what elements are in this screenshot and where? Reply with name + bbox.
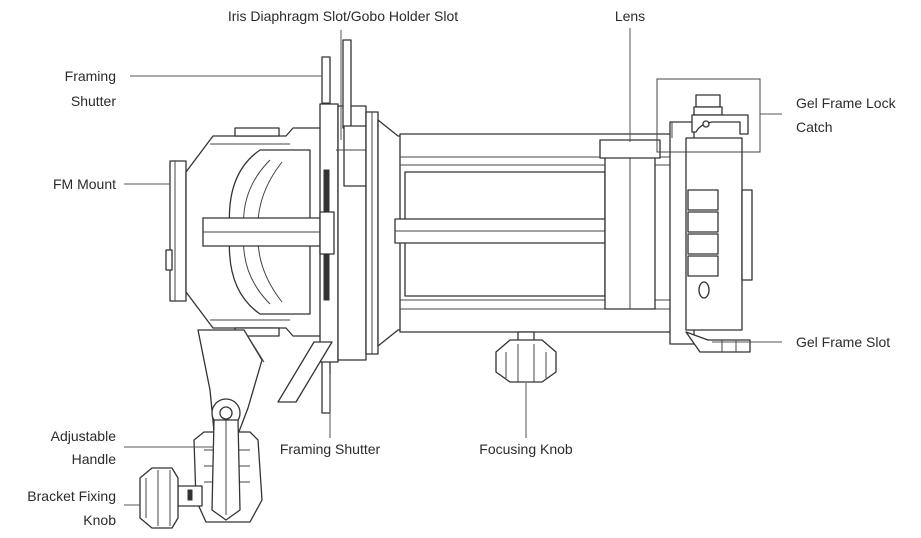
focusing-knob-part bbox=[495, 331, 557, 383]
label-framing-shutter-top-1: Framing bbox=[64, 68, 116, 84]
leader-lines bbox=[124, 28, 782, 506]
gobo-slot-ring bbox=[319, 39, 379, 363]
label-adjustable-handle-2: Handle bbox=[71, 451, 116, 467]
label-bracket-knob-1: Bracket Fixing bbox=[27, 488, 116, 504]
label-framing-shutter-top-2: Shutter bbox=[70, 93, 116, 109]
label-adjustable-handle-1: Adjustable bbox=[50, 428, 116, 444]
lens-barrel bbox=[394, 133, 681, 333]
fm-mount-part bbox=[165, 160, 187, 302]
label-fm-mount: FM Mount bbox=[52, 176, 116, 192]
label-gel-slot: Gel Frame Slot bbox=[796, 334, 891, 350]
label-gel-lock-1: Gel Frame Lock bbox=[796, 95, 896, 111]
label-lens: Lens bbox=[614, 8, 646, 24]
gel-frame-holder bbox=[656, 78, 761, 353]
rear-housing-part bbox=[185, 127, 329, 337]
label-framing-shutter-bottom: Framing Shutter bbox=[279, 441, 381, 457]
label-bracket-knob-2: Knob bbox=[83, 512, 116, 528]
label-gel-lock-2: Catch bbox=[796, 119, 833, 135]
yoke-bracket bbox=[139, 329, 333, 529]
label-iris-slot: Iris Diaphragm Slot/Gobo Holder Slot bbox=[227, 8, 459, 24]
label-focusing-knob: Focusing Knob bbox=[479, 441, 573, 457]
